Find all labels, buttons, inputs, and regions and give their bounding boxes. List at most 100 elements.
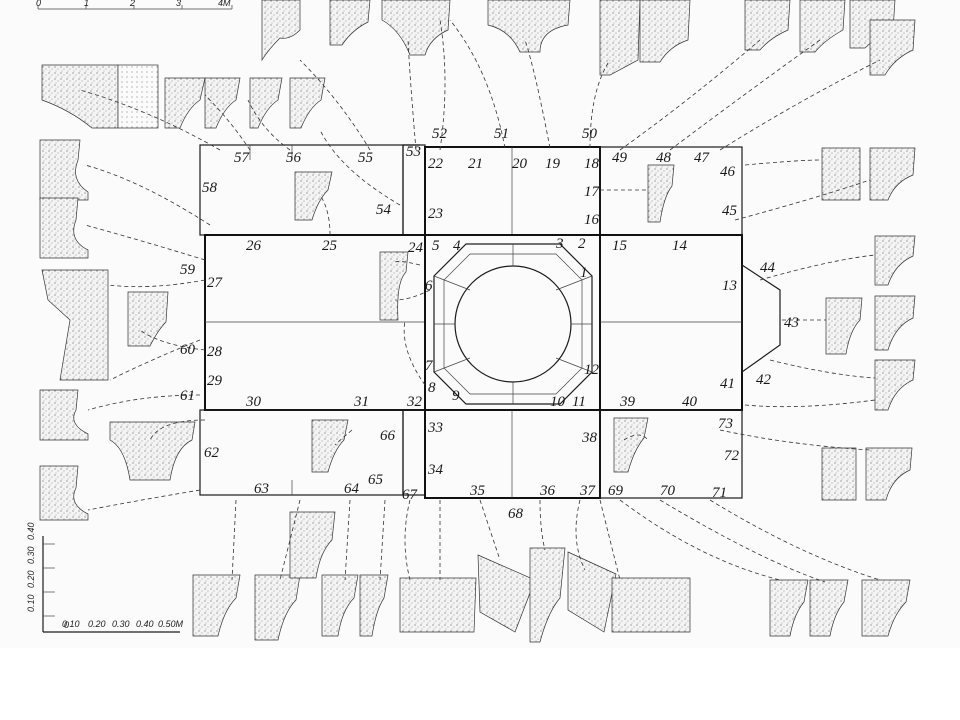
moulding-profile [289, 77, 326, 129]
moulding-profile [825, 297, 863, 355]
plan-labels: 1 2 3 4 5 6 7 8 9 10 11 12 13 14 15 16 1… [180, 126, 799, 522]
moulding-profile [39, 139, 89, 201]
plan-label: 2 [578, 236, 586, 252]
main-scale-tick: 0 [36, 0, 41, 8]
moulding-profile [599, 0, 641, 76]
moulding-profile [321, 574, 359, 637]
plan-label: 8 [428, 380, 436, 396]
plan-label: 71 [712, 485, 727, 501]
moulding-profile [769, 579, 809, 637]
moulding-profile [294, 171, 333, 221]
plan-label: 53 [406, 144, 421, 160]
leader-lines [79, 19, 881, 583]
moulding-profiles [39, 0, 916, 643]
plan-label: 1 [580, 265, 588, 281]
plan-label: 22 [428, 156, 444, 172]
moulding-profile [613, 417, 649, 473]
plan-label: 65 [368, 472, 384, 488]
architectural-plan-diagram: 0 1 2 3 4M 0 0.10 0.20 0.30 0.40 0.50M [26, 0, 916, 643]
moulding-profile [744, 0, 791, 51]
plan-label: 68 [508, 506, 524, 522]
cornice-block [567, 551, 617, 633]
plan-label: 35 [469, 483, 486, 499]
plan-label: 31 [353, 394, 369, 410]
plan-label: 42 [756, 372, 772, 388]
moulding-profile [39, 389, 89, 441]
plan-room [402, 409, 426, 496]
plan-label: 23 [428, 206, 443, 222]
cornice-block [611, 577, 691, 633]
octagon [433, 243, 593, 405]
plan-label: 69 [608, 483, 624, 499]
moulding-profile [379, 251, 409, 321]
plan-label: 24 [408, 240, 424, 256]
plan-label: 38 [581, 430, 598, 446]
drawing-sheet: 0 1 2 3 4M 0 0.10 0.20 0.30 0.40 0.50M [26, 0, 916, 643]
plan-label: 50 [582, 126, 598, 142]
detail-scale-bar: 0 0.10 0.20 0.30 0.40 0.50M 0.10 0.20 0.… [26, 522, 184, 633]
moulding-profile [821, 147, 861, 201]
plan-label: 60 [180, 342, 196, 358]
plan-label: 45 [722, 203, 738, 219]
plan-label: 34 [427, 462, 444, 478]
detail-scale-tick: 0.10 [26, 594, 36, 612]
plan-label: 10 [550, 394, 566, 410]
moulding-profile [529, 547, 566, 643]
detail-scale-tick: 0.40 [26, 522, 36, 540]
plan-label: 57 [234, 150, 251, 166]
moulding-profile [487, 0, 571, 53]
plan-label: 49 [612, 150, 628, 166]
plan-label: 48 [656, 150, 672, 166]
apse [741, 263, 781, 374]
moulding-profile [821, 447, 857, 501]
plan-label: 16 [584, 212, 600, 228]
plan-label: 64 [344, 481, 360, 497]
plan-label: 11 [572, 394, 586, 410]
plan-label: 61 [180, 388, 195, 404]
detail-scale-tick: 0.30 [112, 619, 130, 629]
plan-label: 54 [376, 202, 392, 218]
plan-label: 26 [246, 238, 262, 254]
plan-label: 17 [584, 184, 601, 200]
plan-label: 33 [427, 420, 443, 436]
plan-label: 7 [425, 358, 434, 374]
plan-label: 58 [202, 180, 218, 196]
plan-label: 43 [784, 315, 799, 331]
plan-label: 46 [720, 164, 736, 180]
plan-label: 55 [358, 150, 374, 166]
moulding-profile [874, 295, 916, 351]
moulding-profile [261, 0, 301, 62]
moulding-profile [874, 235, 916, 286]
moulding-profile [639, 0, 691, 63]
moulding-profile [865, 447, 913, 501]
main-scale-tick: 3 [176, 0, 181, 8]
moulding-profile [869, 19, 916, 76]
plan-label: 6 [425, 278, 433, 294]
plan-label: 56 [286, 150, 302, 166]
plan-label: 27 [207, 275, 224, 291]
plan-label: 3 [555, 236, 564, 252]
moulding-profile [39, 197, 89, 259]
main-scale-tick: 2 [129, 0, 135, 8]
plan-label: 25 [322, 238, 338, 254]
dome-circle [454, 265, 572, 383]
moulding-profile [41, 269, 109, 381]
plan-label: 30 [245, 394, 262, 410]
plan-label: 9 [452, 388, 460, 404]
building-plan [199, 144, 781, 499]
plan-label: 21 [468, 156, 483, 172]
plan-label: 18 [584, 156, 600, 172]
plan-room [424, 409, 601, 499]
detail-scale-tick: 0 [64, 620, 69, 630]
plan-label: 32 [406, 394, 423, 410]
moulding-profile [164, 77, 206, 129]
moulding-profile [329, 0, 371, 46]
plan-label: 39 [619, 394, 636, 410]
ornamental-frieze [117, 64, 159, 129]
plan-label: 15 [612, 238, 628, 254]
plan-label: 66 [380, 428, 396, 444]
plan-label: 29 [207, 373, 223, 389]
plan-label: 72 [724, 448, 740, 464]
plan-label: 63 [254, 481, 269, 497]
